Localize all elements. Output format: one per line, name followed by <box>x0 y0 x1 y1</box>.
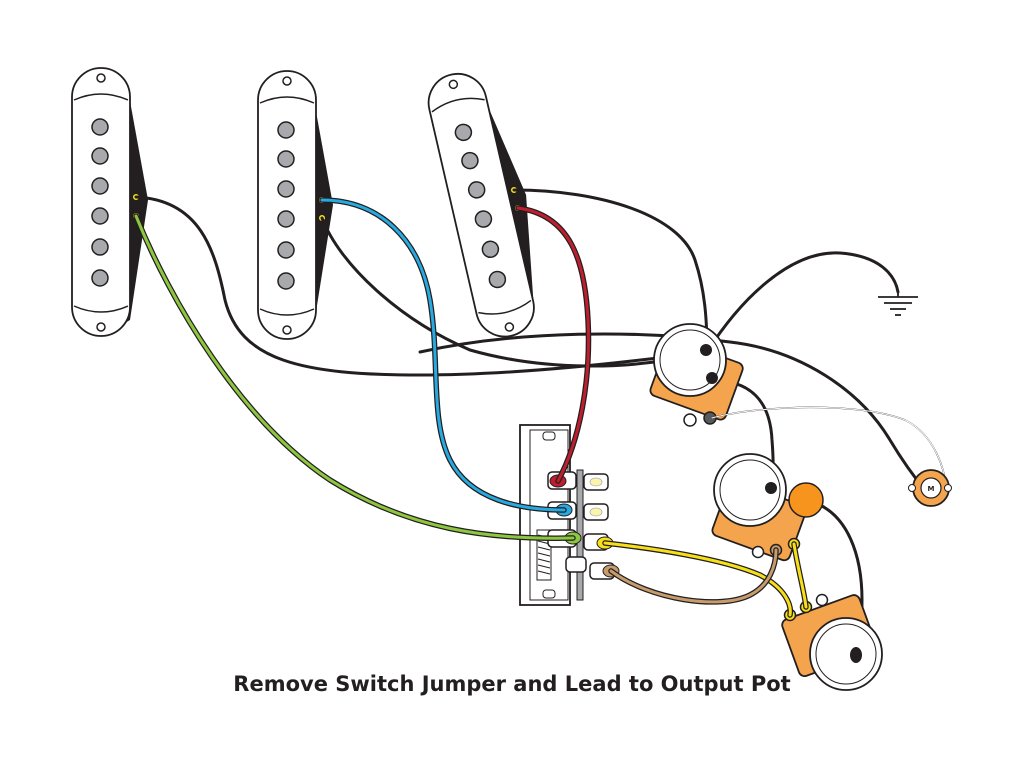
neck-pickup-pole-1 <box>91 118 109 136</box>
bridge-pickup-pole-3 <box>467 181 486 199</box>
middle-pickup-mount-bottom <box>282 325 292 335</box>
yellow-jumper <box>792 542 808 609</box>
bridge-pickup-bottom-line <box>478 299 532 315</box>
ground-to-earth-wire <box>705 251 900 354</box>
bridge-pickup-cover <box>427 72 535 338</box>
tan-wire <box>609 548 778 604</box>
middle-pickup-bottom-line <box>259 308 315 316</box>
bridge-pickup-pole-4 <box>474 210 493 228</box>
neck-pickup <box>71 67 148 337</box>
neck-ground-wire <box>134 195 707 377</box>
middle-ground-wire <box>320 216 707 368</box>
output-jack-inner <box>920 477 942 499</box>
tone-pot-1-shaft-inner <box>719 459 781 521</box>
tone-pot-2-lug-3 <box>815 593 829 607</box>
middle-pickup-pole-3 <box>277 180 295 198</box>
neck-pickup-pole-6 <box>91 269 109 287</box>
green-wire <box>134 214 575 540</box>
ground-symbol-icon <box>878 292 918 316</box>
bridge-pickup-pole-5 <box>481 240 500 259</box>
switch-lug-right-2 <box>583 503 609 521</box>
middle-pickup-pole-5 <box>277 241 295 259</box>
neck-pickup-pole-5 <box>91 238 109 256</box>
red-wire <box>516 206 590 483</box>
neck-pickup-top-line <box>73 93 129 101</box>
volume-pot-lug-1 <box>683 413 697 427</box>
middle-pickup <box>257 70 333 340</box>
volume-pot-lug-2 <box>703 411 717 425</box>
neck-pickup-mount-top <box>96 73 106 83</box>
output-jack: M <box>711 406 952 507</box>
switch-lug-right-1 <box>583 473 609 491</box>
neck-pickup-bottom-line <box>73 305 129 313</box>
tone-capacitor <box>788 482 824 518</box>
switch-lug-right-1-hole <box>589 477 603 487</box>
bridge-pickup-mount-top <box>448 79 459 90</box>
tone-pot-1-solder <box>765 482 777 494</box>
neck-pickup-pole-4 <box>91 207 109 225</box>
tone-pot-2 <box>781 593 883 691</box>
jack-hot-wire-inner <box>711 406 947 489</box>
volume-pot-solder-2 <box>706 372 718 384</box>
neck-pickup-pole-3 <box>91 177 109 195</box>
output-jack-marking: M <box>928 485 935 493</box>
pot-ground-crossing-wire <box>418 332 927 492</box>
switch-lug-right-2-hole <box>589 507 603 517</box>
bridge-pickup-pole-1 <box>454 123 473 142</box>
neck-pickup-cover <box>71 67 131 337</box>
tone-pot-1 <box>711 453 807 562</box>
tone-pot-1-lug-1 <box>751 545 765 559</box>
middle-pickup-pole-4 <box>277 210 295 228</box>
middle-pickup-cover <box>257 70 317 340</box>
middle-pickup-mount-top <box>282 76 292 86</box>
switch-mount-hole-top <box>542 431 556 441</box>
middle-pickup-top-line <box>259 96 315 104</box>
neck-pickup-mount-bottom <box>96 322 106 332</box>
hot-wires <box>133 197 809 618</box>
bridge-pickup-top-line <box>431 97 485 113</box>
middle-pickup-pole-6 <box>277 272 295 290</box>
bridge-ground-wire <box>512 188 709 354</box>
yellow-wire <box>603 541 792 617</box>
bridge-pickup <box>427 72 535 338</box>
bridge-pickup-mount-bottom <box>504 322 515 332</box>
middle-pickup-pole-2 <box>277 150 295 168</box>
switch-lug-left-4 <box>565 556 587 573</box>
switch-mount-hole-bottom <box>542 589 556 599</box>
output-jack-tip-right <box>944 484 952 492</box>
volume-pot-solder-1 <box>700 344 712 356</box>
middle-pickup-pole-1 <box>277 121 295 139</box>
bridge-pickup-pole-6 <box>488 270 507 289</box>
tone-capacitor-body <box>788 482 824 518</box>
volume-pot <box>649 323 744 427</box>
bridge-pickup-pole-2 <box>461 151 479 170</box>
output-jack-tip-left <box>908 484 916 492</box>
blue-wire <box>320 198 566 512</box>
tone-pot-2-shaft-inner <box>815 623 877 685</box>
neck-pickup-pole-2 <box>91 147 109 165</box>
tone-pot-2-solder <box>850 647 862 663</box>
diagram-caption: Remove Switch Jumper and Lead to Output … <box>233 672 791 696</box>
